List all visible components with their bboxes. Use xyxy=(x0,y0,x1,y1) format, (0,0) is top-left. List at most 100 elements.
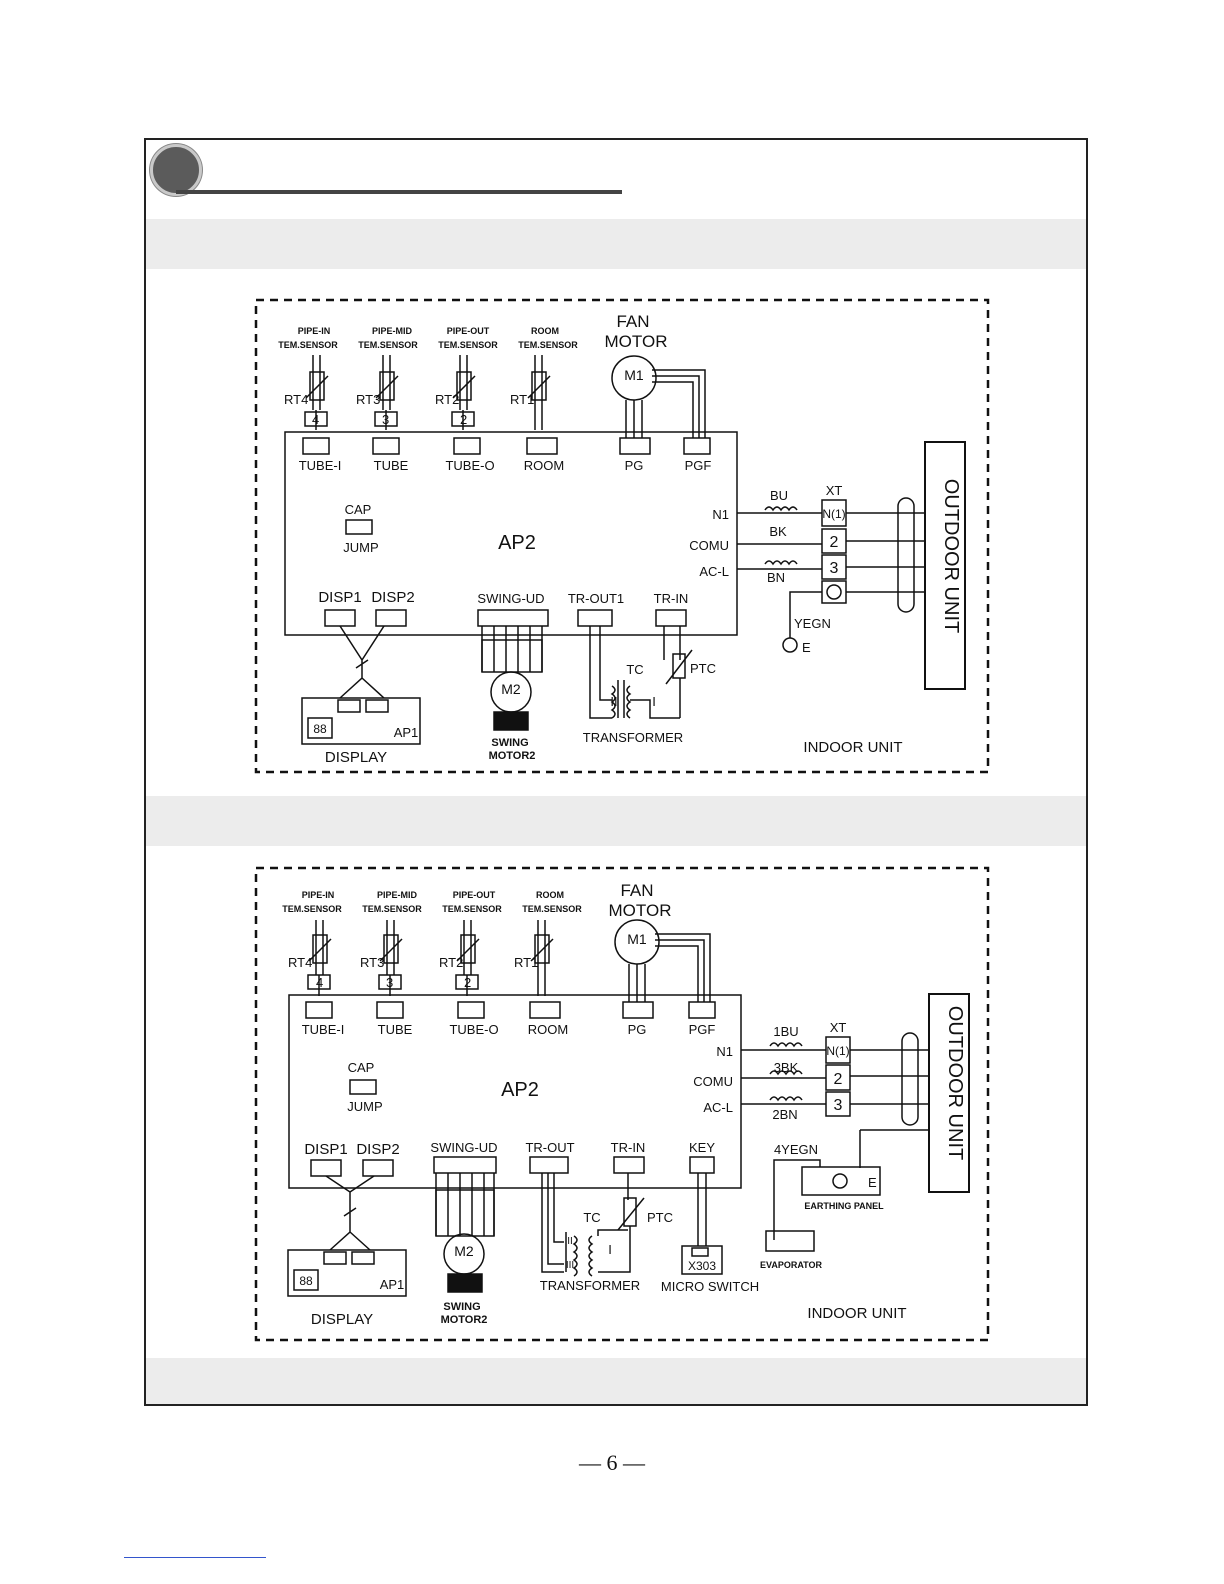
micro-switch-id: X303 xyxy=(688,1259,716,1273)
earth-wire-label: 4YEGN xyxy=(774,1142,818,1157)
connector-label: ROOM xyxy=(524,458,564,473)
cap-label: CAP xyxy=(345,502,372,517)
wire-color: BU xyxy=(770,488,788,503)
connector-label: TR-OUT1 xyxy=(568,591,624,606)
board-label: AP2 xyxy=(498,532,536,554)
coil-label: III xyxy=(566,1260,574,1271)
display-board-ap1 xyxy=(301,697,421,745)
outdoor-unit-label: OUTDOOR UNIT xyxy=(944,1006,966,1160)
coil-label: I xyxy=(608,1242,612,1257)
main-board-ap2 xyxy=(284,431,738,636)
transformer-label: TRANSFORMER xyxy=(583,730,683,745)
motor-id: M1 xyxy=(627,931,647,947)
sensor-rt: RT4 xyxy=(284,392,308,407)
wiring-diagram-1 xyxy=(254,298,990,774)
fan-title: MOTOR xyxy=(609,901,672,920)
sensor-rt: RT1 xyxy=(510,392,534,407)
indoor-unit-label: INDOOR UNIT xyxy=(807,1305,906,1322)
fan-title: MOTOR xyxy=(605,332,668,351)
ptc-label: PTC xyxy=(690,661,716,676)
connector-tr-in xyxy=(655,609,687,627)
terminal-label: 3 xyxy=(830,560,839,577)
connector-key xyxy=(689,1156,715,1174)
sensor-sub: TEM.SENSOR xyxy=(438,340,498,350)
sensor-sub: TEM.SENSOR xyxy=(522,904,582,914)
sensor-name: PIPE-IN xyxy=(298,326,331,336)
sensor-rt4 xyxy=(302,355,330,455)
sensor-sub: TEM.SENSOR xyxy=(518,340,578,350)
indoor-unit-boundary xyxy=(254,298,990,774)
connector-label: DISP2 xyxy=(356,1141,399,1158)
sensor-rt1 xyxy=(526,355,558,455)
earthing-panel xyxy=(801,1166,881,1196)
sensor-pin: 3 xyxy=(386,975,393,990)
ap1-label: AP1 xyxy=(394,725,419,740)
connector-pg xyxy=(619,437,651,455)
power-wiring-2 xyxy=(741,1032,930,1252)
sensor-rt3-2 xyxy=(376,920,404,1019)
main-board-ap2-2 xyxy=(288,994,742,1189)
outdoor-unit-box xyxy=(924,441,966,690)
connector-label: PGF xyxy=(685,458,712,473)
ap1-label: AP1 xyxy=(380,1277,405,1292)
terminal-label: 2 xyxy=(830,534,839,551)
connector-label: TUBE xyxy=(378,1022,413,1037)
wire-color: 2BN xyxy=(772,1107,797,1122)
outdoor-unit-label: OUTDOOR UNIT xyxy=(940,479,962,633)
sensor-rt: RT2 xyxy=(439,955,463,970)
connector-label: TR-OUT xyxy=(525,1140,574,1155)
connector-disp2 xyxy=(375,609,407,627)
connector-pgf xyxy=(683,437,711,455)
sensor-sub: TEM.SENSOR xyxy=(278,340,338,350)
connector-swing-ud xyxy=(477,609,549,627)
connector-label: TR-IN xyxy=(611,1140,646,1155)
connector-tube-o xyxy=(453,437,481,455)
connector-label: SWING-UD xyxy=(430,1140,497,1155)
wire-color: 1BU xyxy=(773,1024,798,1039)
sensor-rt: RT4 xyxy=(288,955,312,970)
line-label: N1 xyxy=(712,507,729,522)
sensor-pin: 3 xyxy=(382,412,389,427)
fan-title: FAN xyxy=(620,881,653,900)
connector-label: SWING-UD xyxy=(477,591,544,606)
swing-motor-label: SWING xyxy=(443,1301,480,1313)
sensor-name: PIPE-MID xyxy=(377,890,418,900)
fan-motor-m1-2 xyxy=(614,919,716,1019)
terminal-label: XT xyxy=(826,483,843,498)
sensor-name: ROOM xyxy=(531,326,559,336)
terminal-label: 2 xyxy=(834,1071,843,1088)
connector-tube-i xyxy=(302,437,330,455)
cap-jump-connector xyxy=(345,519,373,535)
connector-label: PG xyxy=(628,1022,647,1037)
indoor-unit-label: INDOOR UNIT xyxy=(803,739,902,756)
display-board-ap1-2 xyxy=(287,1249,407,1297)
connector-label: TUBE-I xyxy=(302,1022,345,1037)
cap-jump-connector-2 xyxy=(349,1079,377,1095)
sensor-rt4-2 xyxy=(305,920,333,1019)
sensor-name: PIPE-OUT xyxy=(453,890,496,900)
coil-label: II xyxy=(610,694,617,709)
earth-wire-label: YEGN xyxy=(794,616,831,631)
sensor-name: PIPE-IN xyxy=(302,890,335,900)
connector-label: DISP2 xyxy=(371,589,414,606)
swing-motor-label: MOTOR2 xyxy=(489,750,536,762)
display-label: DISPLAY xyxy=(311,1311,373,1328)
footer-link-rule xyxy=(124,1557,266,1558)
sensor-rt3 xyxy=(372,355,400,455)
sensor-sub: TEM.SENSOR xyxy=(358,340,418,350)
sensor-rt: RT3 xyxy=(356,392,380,407)
wire-color: 3BK xyxy=(774,1060,799,1075)
line-label: COMU xyxy=(693,1074,733,1089)
sensor-rt: RT3 xyxy=(360,955,384,970)
sensor-name: PIPE-OUT xyxy=(447,326,490,336)
cap-label: CAP xyxy=(348,1060,375,1075)
sensor-pin: 2 xyxy=(460,412,467,427)
page-number: — 6 — xyxy=(579,1450,645,1475)
connector-tr-out1 xyxy=(577,609,613,627)
line-label: AC-L xyxy=(703,1100,733,1115)
sensor-sub: TEM.SENSOR xyxy=(442,904,502,914)
jump-label: JUMP xyxy=(347,1099,382,1114)
motor-id: M1 xyxy=(624,367,644,383)
transformer-label: TRANSFORMER xyxy=(540,1278,640,1293)
